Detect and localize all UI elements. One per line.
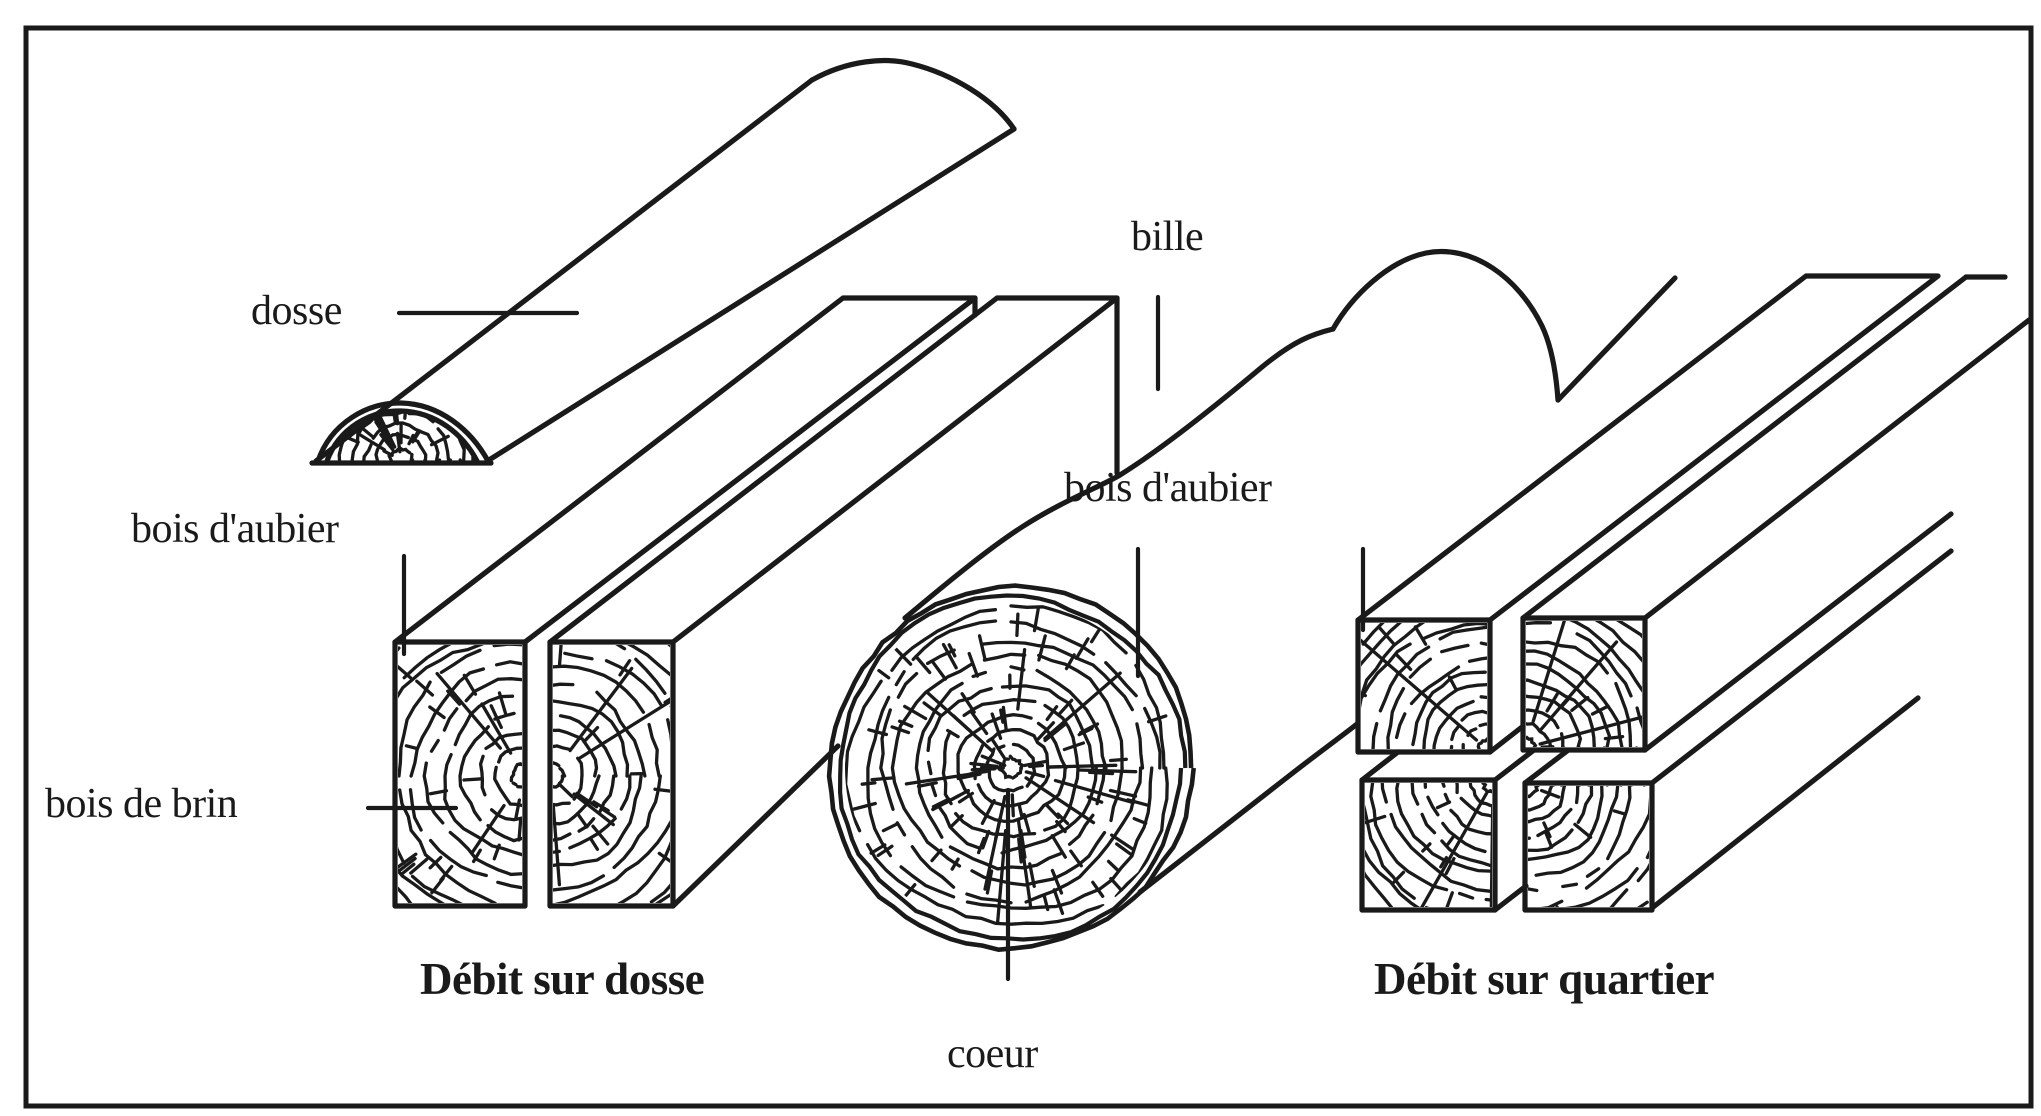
- log-bark-outline: [826, 583, 1196, 953]
- label-bille: bille: [1131, 214, 1204, 260]
- grain-clip-bl: [1365, 783, 1492, 907]
- grain-clip-tl: [1361, 623, 1487, 749]
- grain-clip-br: [1528, 786, 1649, 907]
- grain-clip-rpl: [553, 645, 670, 903]
- figure-frame: [23, 25, 2034, 1109]
- wood-grain-texture: [327, 410, 1649, 926]
- grain-clip-tr: [1526, 621, 1642, 747]
- grain-clip-lpl: [398, 645, 522, 903]
- label-coeur: coeur: [947, 1031, 1038, 1077]
- label-bois-aubier-right: bois d'aubier: [1064, 465, 1272, 511]
- pointer-lines: [365, 294, 1366, 982]
- label-bois-aubier-left: bois d'aubier: [131, 506, 339, 552]
- line-art: [309, 58, 2032, 913]
- caption-debit-sur-dosse: Débit sur dosse: [420, 954, 705, 1004]
- label-dosse: dosse: [251, 288, 342, 334]
- label-bois-de-brin: bois de brin: [45, 781, 238, 827]
- caption-debit-sur-quartier: Débit sur quartier: [1374, 954, 1715, 1004]
- grain-clip-log: [845, 604, 1169, 926]
